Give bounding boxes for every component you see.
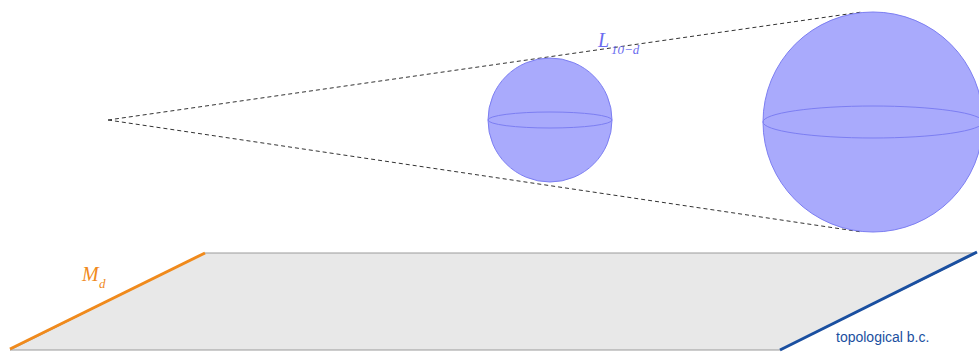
sphere [763,12,979,232]
plane-slab [10,253,977,350]
sphere-equator [488,112,612,128]
boundary-label: topological b.c. [836,330,929,344]
manifold-label: M [82,264,99,284]
boundary-edge [780,252,977,350]
link-subscript: 10−d [611,43,639,56]
manifold-subscript: d [99,277,106,290]
link-label: L [598,30,609,50]
cone-line [108,120,862,232]
boundary-edge [10,253,205,349]
sphere-equator [763,106,979,138]
cone-line [108,12,862,120]
sphere [488,58,612,182]
